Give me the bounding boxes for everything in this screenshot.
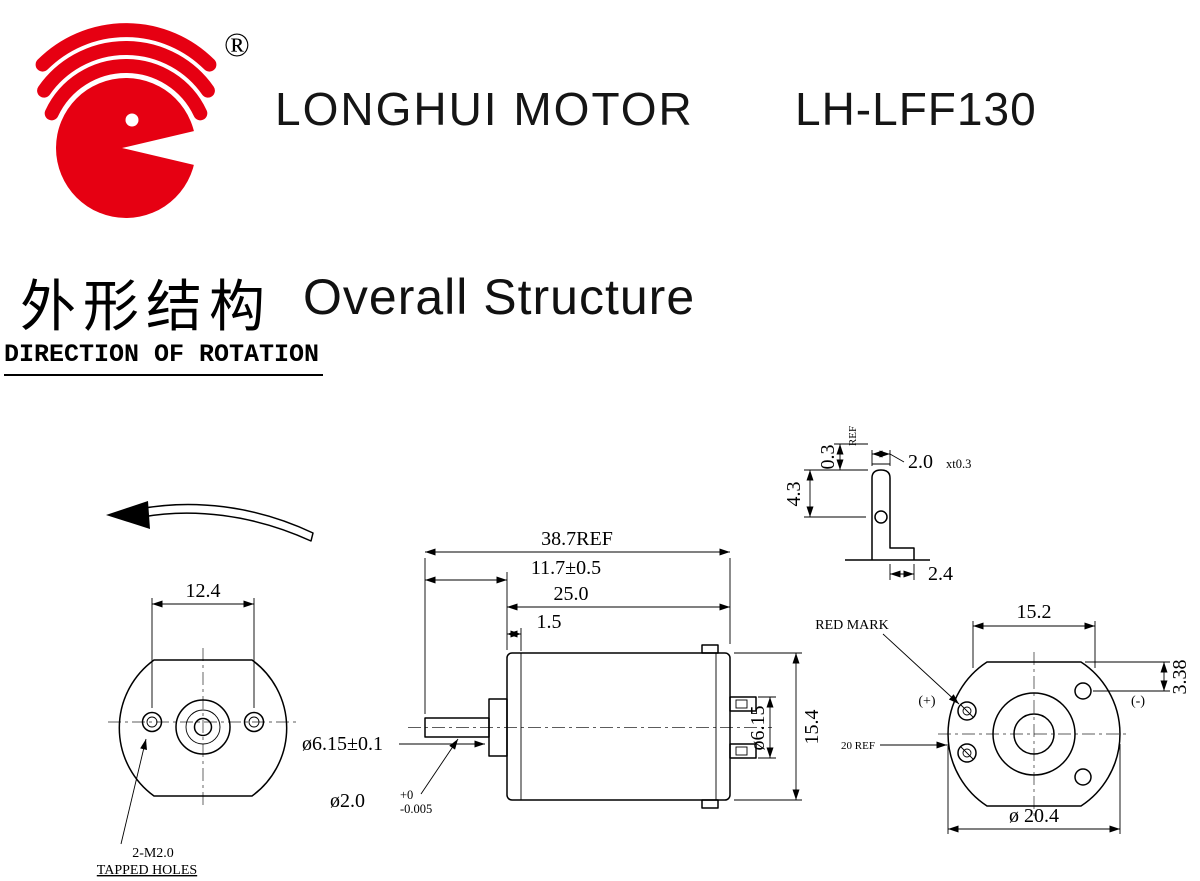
dim-total-length: 38.7REF	[541, 528, 613, 550]
page-title-english: Overall Structure	[303, 269, 696, 325]
ref-20-label: 20 REF	[841, 740, 875, 752]
dim-shaft-tolerance-upper: +0	[400, 788, 413, 802]
dim-terminal-height: 4.3	[783, 482, 805, 507]
front-view: 12.4 2-M2.0 TAPPED HOLES	[97, 580, 298, 878]
terminal-upper	[729, 696, 757, 712]
dim-bushing-diameter: ø6.15±0.1	[302, 733, 383, 755]
dim-terminal-width-suffix: xt0.3	[946, 457, 971, 471]
dim-cap-step: 1.5	[537, 611, 562, 633]
polarity-negative-label: (-)	[1131, 694, 1145, 709]
dim-body-length: 25.0	[554, 583, 589, 605]
tapped-hole-right	[243, 711, 265, 733]
back-view: 15.2 3.38 ø 20.4 RED MARK (+) (-) 20 REF	[815, 601, 1191, 834]
vent-hole-top	[1074, 682, 1092, 700]
registered-trademark-icon: ®	[224, 27, 250, 64]
terminal-positive	[957, 701, 977, 721]
terminal-negative	[957, 743, 977, 763]
dim-body-height: 15.4	[801, 710, 823, 745]
dim-terminal-span: ø6.15	[747, 706, 769, 751]
dim-hole-offset: 3.38	[1169, 660, 1191, 695]
page-title-chinese: 外形结构	[20, 275, 272, 340]
model-number: LH-LFF130	[795, 83, 1037, 135]
logo-bird-icon	[35, 23, 224, 218]
dim-terminal-depth: 2.4	[928, 563, 953, 585]
dim-hole-spacing: 12.4	[186, 580, 221, 602]
tapped-hole-left	[141, 711, 163, 733]
tapped-holes-note-line2: TAPPED HOLES	[97, 863, 197, 878]
dim-terminal-thickness: 0.3	[817, 445, 839, 470]
dim-shaft-length: 11.7±0.5	[531, 557, 601, 579]
brand-logo: ®	[35, 23, 250, 218]
dim-flat-width: 15.2	[1017, 601, 1052, 623]
motor-body	[506, 652, 731, 801]
rotation-arrowhead-icon	[106, 501, 150, 529]
direction-of-rotation-label: DIRECTION OF ROTATION	[4, 340, 324, 376]
red-mark-label: RED MARK	[815, 618, 889, 633]
brand-title: LONGHUI MOTOR	[275, 83, 694, 135]
terminal-lower	[729, 743, 757, 759]
dim-shaft-diameter: ø2.0	[330, 790, 365, 812]
motor-shaft	[424, 717, 490, 738]
side-view: 38.7REF 11.7±0.5 25.0 1.5 ø6.15±0.1 ø2.0…	[302, 528, 823, 816]
dim-shaft-tolerance-lower: -0.005	[400, 802, 432, 816]
terminal-detail-view: 4.3 0.3 REF 2.0 xt0.3 2.4	[783, 426, 971, 585]
dim-outer-diameter: ø 20.4	[1009, 805, 1059, 827]
terminal-hole	[874, 510, 888, 524]
rotation-arrow	[106, 501, 314, 542]
dim-terminal-ref: REF	[847, 426, 859, 446]
polarity-positive-label: (+)	[918, 694, 936, 709]
dim-terminal-width: 2.0	[908, 451, 933, 473]
vent-hole-bottom	[1074, 768, 1092, 786]
tapped-holes-note-line1: 2-M2.0	[132, 846, 174, 861]
